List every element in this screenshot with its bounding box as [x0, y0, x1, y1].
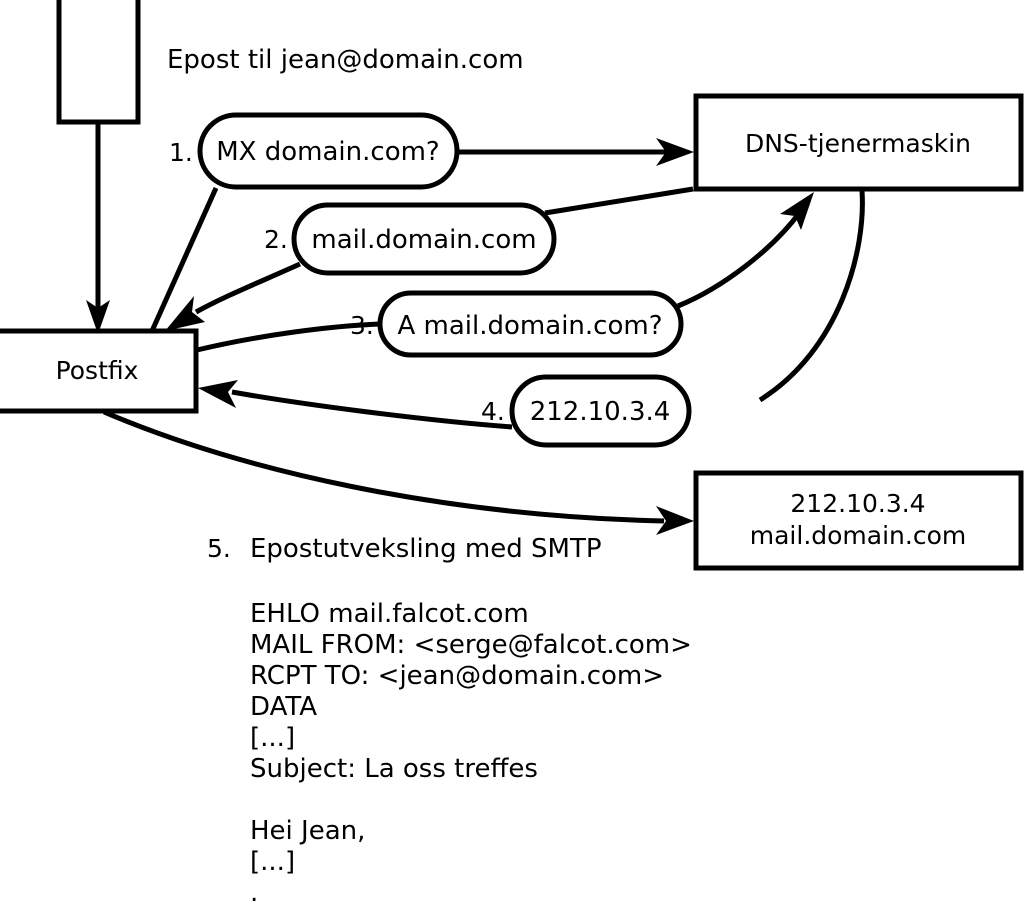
edge-client-to-postfix — [86, 122, 110, 334]
step-bubble-1[interactable]: MX domain.com? — [197, 112, 460, 190]
smtp-transcript-line: DATA — [250, 692, 317, 722]
diagram-title-caption: Epost til jean@domain.com — [167, 45, 524, 75]
smtp-transcript-line: [...] — [250, 847, 295, 877]
step-bubble-3[interactable]: A mail.domain.com? — [377, 290, 684, 358]
step-bubble-2-label: mail.domain.com — [311, 225, 536, 255]
step-number-4: 4. — [481, 397, 505, 426]
smtp-transcript-line: RCPT TO: <jean@domain.com> — [250, 661, 664, 691]
edge-postfix-to-step1 — [149, 186, 219, 333]
smtp-transcript-line: Subject: La oss treffes — [250, 754, 538, 784]
node-dns-server[interactable]: DNS-tjenermaskin — [693, 93, 1024, 192]
edge-step2-to-postfix — [165, 261, 302, 331]
node-dns-server-label: DNS-tjenermaskin — [745, 129, 971, 158]
node-mail-server-hostname: mail.domain.com — [750, 521, 966, 550]
arrowhead-icon — [165, 296, 205, 331]
step-number-1: 1. — [169, 138, 193, 167]
edge-postfix-to-step3 — [196, 321, 381, 353]
edge-dns-to-step4 — [758, 190, 865, 403]
step-number-3: 3. — [350, 311, 374, 340]
step-number-5: 5. — [207, 534, 231, 563]
node-postfix[interactable]: Postfix — [0, 328, 199, 414]
edge-dns-to-step2 — [544, 186, 694, 216]
edge-step1-to-dns — [458, 138, 694, 166]
step-5-label: Epostutveksling med SMTP — [250, 534, 602, 564]
step-bubble-4[interactable]: 212.10.3.4 — [509, 374, 692, 448]
step-bubble-3-label: A mail.domain.com? — [398, 311, 663, 341]
smtp-transcript-line: EHLO mail.falcot.com — [250, 599, 529, 629]
arrowhead-icon — [656, 506, 694, 535]
arrowhead-icon — [780, 192, 814, 230]
edge-step3-to-dns — [677, 192, 814, 309]
node-mail-server-ip: 212.10.3.4 — [790, 489, 925, 518]
arrowhead-icon — [656, 138, 694, 166]
step-bubble-2[interactable]: mail.domain.com — [291, 202, 557, 276]
smtp-transcript-line: Hei Jean, — [250, 816, 365, 846]
node-client[interactable] — [56, 0, 141, 125]
arrowhead-icon — [198, 380, 238, 408]
step-bubble-1-label: MX domain.com? — [216, 137, 439, 167]
node-postfix-label: Postfix — [56, 356, 139, 385]
edge-postfix-to-mailserver — [103, 409, 694, 535]
smtp-transcript-line: MAIL FROM: <serge@falcot.com> — [250, 630, 692, 660]
edge-step4-to-postfix — [198, 380, 513, 430]
node-mail-server[interactable]: 212.10.3.4 mail.domain.com — [693, 470, 1024, 571]
arrowhead-icon — [86, 300, 110, 334]
smtp-transcript-line: [...] — [250, 723, 295, 753]
step-number-2: 2. — [264, 225, 288, 254]
step-bubble-4-label: 212.10.3.4 — [530, 397, 671, 427]
smtp-transcript-line: . — [250, 878, 258, 908]
